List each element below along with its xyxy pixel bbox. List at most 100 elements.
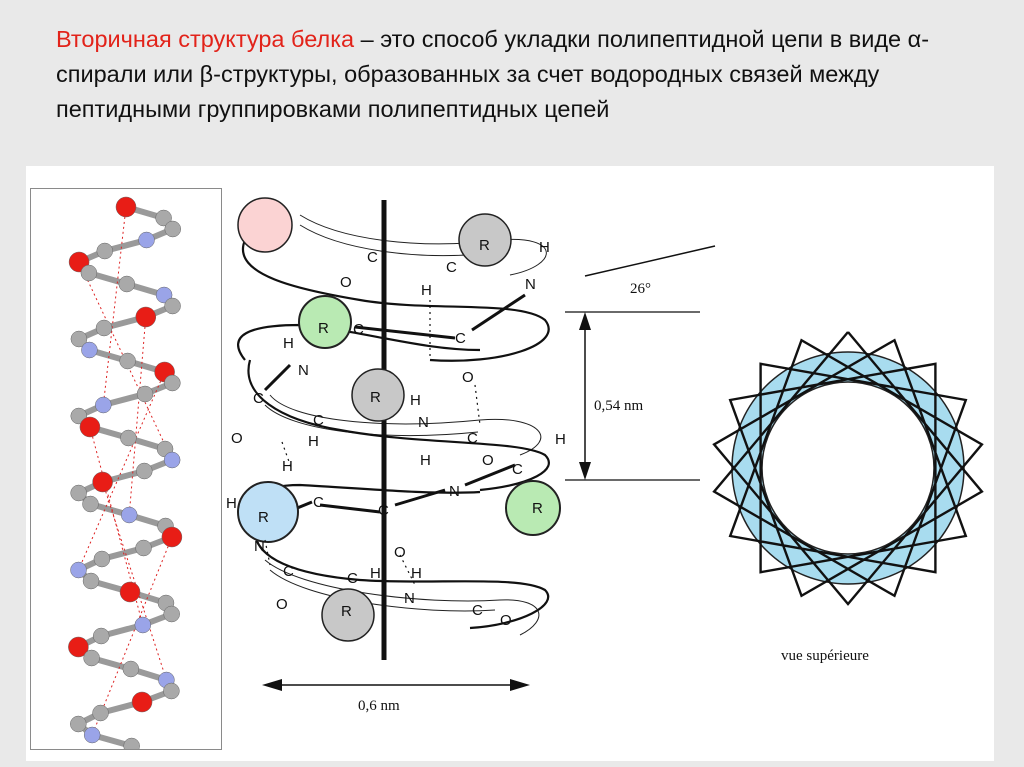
front-strand-3 bbox=[247, 359, 550, 492]
width-arrow-head-right bbox=[510, 679, 530, 691]
atom-o: O bbox=[231, 430, 243, 447]
bond bbox=[464, 463, 516, 487]
model-atom-carbon bbox=[82, 495, 99, 513]
model-atom-carbon bbox=[164, 297, 181, 315]
atom-h: H bbox=[370, 565, 381, 582]
atom-n: N bbox=[418, 414, 429, 431]
model-atom-nitrogen bbox=[163, 451, 181, 469]
residue-label: R bbox=[258, 509, 269, 526]
atom-c: C bbox=[446, 259, 457, 276]
atom-h: H bbox=[283, 335, 294, 352]
model-atom-oxygen bbox=[92, 471, 113, 493]
model-atom-carbon bbox=[163, 682, 180, 700]
residue-green-1 bbox=[298, 295, 352, 349]
atom-h: H bbox=[539, 239, 550, 256]
model-atom-carbon bbox=[70, 484, 87, 502]
model-atom-nitrogen bbox=[81, 341, 98, 359]
residue-label: R bbox=[341, 603, 352, 620]
atom-labels: C O C H H N C C O H N C O C H H N C O H … bbox=[226, 239, 566, 629]
bond bbox=[394, 488, 446, 507]
model-atom-carbon bbox=[83, 649, 100, 667]
bond bbox=[319, 503, 381, 514]
atom-n: N bbox=[525, 276, 536, 293]
atom-o: O bbox=[482, 452, 494, 469]
top-view-star bbox=[712, 331, 984, 606]
bond bbox=[354, 325, 456, 340]
h-bond bbox=[264, 539, 271, 566]
model-atom-carbon bbox=[164, 374, 181, 392]
atom-n: N bbox=[404, 590, 415, 607]
front-strand-5 bbox=[253, 524, 550, 630]
back-strand-3 bbox=[269, 394, 542, 456]
heading-definition: – это способ укладки полипептидной цепи … bbox=[56, 26, 930, 122]
residue-label: R bbox=[318, 320, 329, 337]
model-atom-oxygen bbox=[119, 581, 141, 603]
model-atom-carbon bbox=[92, 704, 109, 722]
width-label: 0,6 nm bbox=[358, 698, 400, 714]
residue-gray-top bbox=[458, 213, 512, 267]
atom-c: C bbox=[455, 330, 466, 347]
atom-h: H bbox=[411, 565, 422, 582]
model-atom-carbon bbox=[118, 275, 136, 293]
model-atom-nitrogen bbox=[95, 396, 112, 414]
ball-and-stick-svg bbox=[68, 196, 183, 749]
model-atom-carbon bbox=[164, 220, 181, 238]
atom-h: H bbox=[226, 495, 237, 512]
model-hbond bbox=[78, 371, 166, 571]
model-atom-carbon bbox=[119, 352, 136, 370]
model-atom-carbon bbox=[123, 737, 140, 749]
heading: Вторичная структура белка – это способ у… bbox=[56, 22, 1006, 127]
model-atom-carbon bbox=[155, 209, 172, 227]
atom-c: C bbox=[367, 249, 378, 266]
width-arrow-head-left bbox=[262, 679, 282, 691]
atom-h: H bbox=[410, 392, 421, 409]
atom-o: O bbox=[462, 369, 474, 386]
residue-green-2 bbox=[505, 480, 561, 536]
bond bbox=[263, 363, 292, 392]
model-atom-carbon bbox=[120, 429, 137, 447]
model-atom-carbon bbox=[80, 264, 98, 282]
model-atom-carbon bbox=[122, 660, 140, 678]
residue-label: R bbox=[532, 500, 543, 517]
atom-o: O bbox=[340, 274, 352, 291]
pitch-arrow-head-down bbox=[579, 462, 591, 480]
atom-h: H bbox=[555, 431, 566, 448]
pitch-arrow-head-up bbox=[579, 312, 591, 330]
angle-label: 26° bbox=[630, 281, 651, 297]
h-bond bbox=[474, 384, 481, 426]
residue-label: R bbox=[370, 389, 381, 406]
model-atom-carbon bbox=[136, 385, 154, 403]
atom-h: H bbox=[421, 282, 432, 299]
model-atom-carbon bbox=[96, 242, 114, 260]
model-atom-carbon bbox=[82, 572, 100, 590]
model-atom-oxygen bbox=[131, 691, 153, 713]
model-hbond bbox=[128, 316, 147, 516]
atom-c: C bbox=[313, 494, 324, 511]
model-atom-carbon bbox=[135, 539, 152, 557]
model-atom-nitrogen bbox=[138, 231, 155, 249]
model-atom-nitrogen bbox=[120, 506, 138, 524]
atom-c: C bbox=[253, 390, 264, 407]
residue-gray-mid bbox=[351, 368, 405, 422]
atom-c: C bbox=[512, 461, 523, 478]
atom-c: C bbox=[472, 602, 483, 619]
top-view-caption: vue supérieure bbox=[781, 648, 869, 664]
atom-n: N bbox=[298, 362, 309, 379]
atom-o: O bbox=[394, 544, 406, 561]
angle-line bbox=[584, 245, 716, 277]
model-hbond bbox=[78, 261, 173, 461]
model-atom-carbon bbox=[163, 605, 180, 623]
atom-h: H bbox=[282, 458, 293, 475]
top-view-core bbox=[761, 381, 935, 555]
model-atom-nitrogen bbox=[134, 616, 152, 634]
model-atom-oxygen bbox=[161, 526, 183, 548]
model-atom-carbon bbox=[70, 715, 87, 733]
model-hbond bbox=[91, 536, 173, 736]
atom-c: C bbox=[353, 321, 364, 338]
atom-c: C bbox=[467, 430, 478, 447]
atom-c: C bbox=[313, 412, 324, 429]
atom-c: C bbox=[378, 502, 389, 519]
residue-pink bbox=[237, 197, 293, 253]
h-bond bbox=[281, 441, 293, 471]
